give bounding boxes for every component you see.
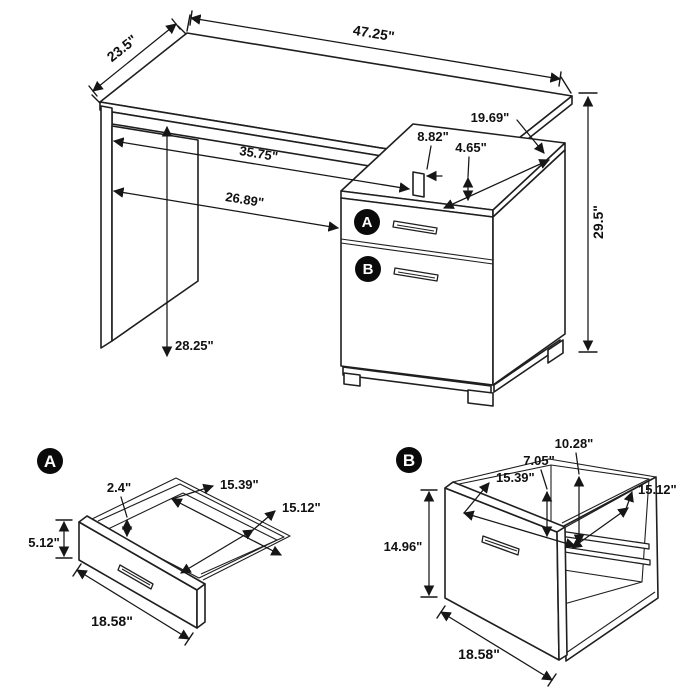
dim-extension xyxy=(91,25,187,104)
dim-b-rail-top-leader xyxy=(540,469,548,490)
dim-tick xyxy=(578,92,598,353)
dim-a-int-width-arrow xyxy=(171,498,282,556)
dim-b-height-label: 14.96" xyxy=(384,539,423,554)
dim-gap-label: 4.65" xyxy=(455,140,486,155)
drawer-gap-line xyxy=(340,242,494,265)
dim-b-int-depth-label: 15.12" xyxy=(638,482,677,497)
dim-extension xyxy=(186,14,572,94)
dim-leader-support xyxy=(426,145,432,170)
left-panel-side-face xyxy=(111,125,199,342)
drawer-a-handle-line xyxy=(396,224,435,232)
dim-a-int-depth-label: 15.12" xyxy=(282,500,321,515)
drawer-b-badge-letter: B xyxy=(363,261,374,278)
cabinet-foot xyxy=(467,389,494,407)
dim-a-height-label: 5.12" xyxy=(28,535,59,550)
dim-b-rail-top-label: 7.05" xyxy=(523,453,554,468)
drawer-a-drawing: A 5.12" 2.4" 15.39" 15.12" 18.58" xyxy=(28,448,321,646)
figure-a-badge-letter: A xyxy=(44,452,56,471)
dim-b-rail-back-leader xyxy=(575,452,580,475)
drawer-b-drawing: B 14.96" 10.28" 7.05" 15.39" 15.12" xyxy=(384,436,677,687)
drawer-b-front-panel xyxy=(444,487,560,661)
dim-kneehole-back-label: 35.75" xyxy=(238,143,279,164)
dim-tick xyxy=(189,10,562,87)
dim-tick xyxy=(436,605,557,687)
dim-kneehole-front-label: 26.89" xyxy=(224,189,265,210)
drawer-b-rim-outer xyxy=(452,458,657,529)
dim-top-depth-label: 23.5" xyxy=(104,31,140,65)
dim-leader-cabinet-depth xyxy=(516,119,545,154)
dim-b-int-depth-arrow xyxy=(571,507,629,549)
dim-tick xyxy=(420,489,438,598)
dim-a-width xyxy=(76,569,190,640)
drawer-a-badge xyxy=(354,209,380,235)
dim-tick xyxy=(55,519,73,559)
drawer-b-badge xyxy=(355,256,381,282)
dim-b-int-width-leader xyxy=(463,482,490,514)
top-support-post xyxy=(412,171,425,198)
drawer-b-rim-inner xyxy=(458,464,650,524)
dim-a-int-width-leader xyxy=(171,483,215,500)
dim-a-int-depth-leader xyxy=(252,510,276,531)
drawer-a-badge-letter: A xyxy=(362,214,373,231)
cabinet-foot xyxy=(547,339,564,364)
dim-panel-height-label: 28.25" xyxy=(175,338,214,353)
cabinet-foot xyxy=(343,372,361,387)
drawer-gap-line xyxy=(340,238,494,261)
figure-b-badge-letter: B xyxy=(403,451,415,470)
dim-a-lip-label: 2.4" xyxy=(107,480,131,495)
drawer-b-right-face xyxy=(563,476,659,662)
dim-a-lip-leader xyxy=(120,496,128,518)
dim-arrow-cabinet-depth xyxy=(443,159,550,209)
dim-line-kneehole-front xyxy=(112,187,340,232)
left-panel-front-edge xyxy=(100,105,113,349)
dim-a-int-width-label: 15.39" xyxy=(220,477,259,492)
dim-b-int-depth-leader xyxy=(623,490,634,510)
dim-top-width-label: 47.25" xyxy=(352,22,396,45)
dim-line-top-width xyxy=(189,14,562,83)
drawer-b-handle-line xyxy=(397,271,436,279)
figure-b-badge xyxy=(396,447,422,473)
dim-overall-height-label: 29.5" xyxy=(590,205,606,239)
dim-line-top-depth xyxy=(92,23,177,92)
figure-a-badge xyxy=(37,448,63,474)
drawer-b-right-face-inner xyxy=(565,591,656,654)
desk-drawing: A B 23.5" 47.25" 35.75" 26.89" 28.25" 29… xyxy=(88,10,606,407)
dim-cabinet-depth-label: 19.69" xyxy=(471,110,510,125)
dim-a-width-label: 18.58" xyxy=(91,613,133,629)
dim-b-int-width-arrow xyxy=(462,510,577,549)
dim-support-label: 8.82" xyxy=(417,129,448,144)
dim-b-rail-back-label: 10.28" xyxy=(555,436,594,451)
dim-tick xyxy=(72,563,194,646)
dim-a-int-depth-arrow xyxy=(180,529,254,574)
drawer-b-panel-end xyxy=(556,526,568,661)
dim-b-width-label: 18.58" xyxy=(458,646,500,662)
dim-b-width xyxy=(440,611,553,681)
drawer-a-panel-end xyxy=(196,583,206,629)
dim-b-int-width-label: 15.39" xyxy=(496,470,535,485)
